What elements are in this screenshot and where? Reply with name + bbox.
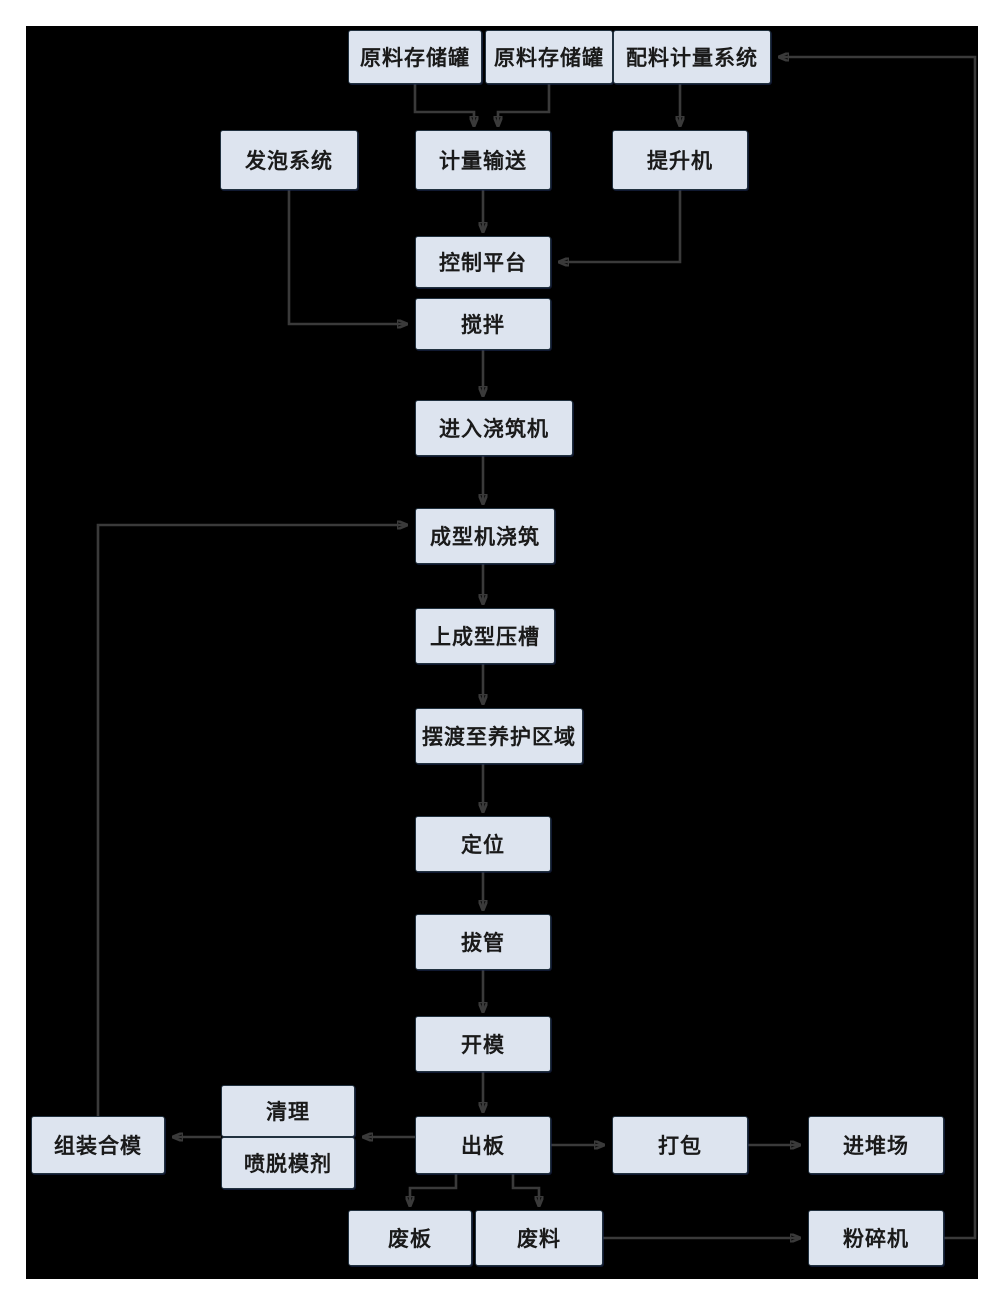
node-spray_release_agent[interactable]: 喷脱模剂 (221, 1137, 355, 1189)
node-label: 发泡系统 (245, 149, 333, 173)
node-label: 原料存储罐 (360, 46, 470, 70)
node-label: 组装合模 (54, 1134, 142, 1158)
edge-raw-tank-1-to-metering (413, 84, 474, 126)
node-label: 拔管 (461, 931, 505, 955)
node-crusher[interactable]: 粉碎机 (808, 1210, 944, 1266)
node-positioning[interactable]: 定位 (415, 816, 551, 872)
edge-foaming-to-mixing (287, 190, 407, 324)
node-plate_out[interactable]: 出板 (415, 1116, 551, 1174)
edge-assemble-to-forming-feedback (96, 525, 407, 1116)
node-control_platform[interactable]: 控制平台 (415, 236, 551, 288)
node-ferry_to_curing_area[interactable]: 摆渡至养护区域 (415, 708, 583, 764)
node-label: 配料计量系统 (626, 46, 758, 70)
node-label: 摆渡至养护区域 (422, 725, 576, 749)
node-label: 搅拌 (461, 313, 505, 337)
edge-crusher-to-batching-feedback (779, 57, 977, 1240)
node-label: 定位 (461, 833, 505, 857)
node-hoist[interactable]: 提升机 (612, 130, 748, 190)
node-raw_tank_2[interactable]: 原料存储罐 (485, 30, 613, 84)
node-label: 进入浇筑机 (439, 417, 549, 441)
node-label: 粉碎机 (843, 1227, 909, 1251)
node-label: 出板 (461, 1134, 505, 1158)
node-label: 成型机浇筑 (430, 525, 540, 549)
node-label: 废板 (388, 1227, 432, 1251)
edge-plate-out-to-waste-material (511, 1174, 539, 1206)
node-pipe_pulling[interactable]: 拔管 (415, 914, 551, 970)
node-label: 计量输送 (439, 149, 527, 173)
flowchart-canvas: 原料存储罐原料存储罐配料计量系统发泡系统计量输送提升机控制平台搅拌进入浇筑机成型… (26, 26, 978, 1279)
node-waste_material[interactable]: 废料 (475, 1210, 603, 1266)
edge-hoist-to-control (559, 190, 682, 262)
node-enter_casting_machine[interactable]: 进入浇筑机 (415, 400, 573, 456)
node-label: 打包 (658, 1134, 702, 1158)
node-label: 喷脱模剂 (244, 1152, 332, 1176)
node-demolding[interactable]: 开模 (415, 1016, 551, 1072)
node-waste_board[interactable]: 废板 (348, 1210, 472, 1266)
node-to_stockyard[interactable]: 进堆场 (808, 1116, 944, 1174)
node-mixing[interactable]: 搅拌 (415, 298, 551, 350)
edge-plate-out-to-waste-board (410, 1174, 458, 1206)
node-label: 提升机 (647, 149, 713, 173)
node-label: 开模 (461, 1033, 505, 1057)
node-assemble_mold[interactable]: 组装合模 (31, 1116, 165, 1174)
node-cleaning[interactable]: 清理 (221, 1085, 355, 1137)
node-label: 控制平台 (439, 251, 527, 275)
node-foaming_system[interactable]: 发泡系统 (220, 130, 358, 190)
node-label: 废料 (517, 1227, 561, 1251)
edge-raw-tank-2-to-metering (498, 84, 551, 126)
node-metering_conveying[interactable]: 计量输送 (415, 130, 551, 190)
node-packing[interactable]: 打包 (612, 1116, 748, 1174)
node-batching_system[interactable]: 配料计量系统 (613, 30, 771, 84)
node-label: 进堆场 (843, 1134, 909, 1158)
node-upper_forming_press[interactable]: 上成型压槽 (415, 608, 555, 664)
node-label: 上成型压槽 (430, 625, 540, 649)
node-forming_machine_casting[interactable]: 成型机浇筑 (415, 508, 555, 564)
node-label: 清理 (266, 1100, 310, 1124)
node-label: 原料存储罐 (494, 46, 604, 70)
node-raw_tank_1[interactable]: 原料存储罐 (348, 30, 482, 84)
